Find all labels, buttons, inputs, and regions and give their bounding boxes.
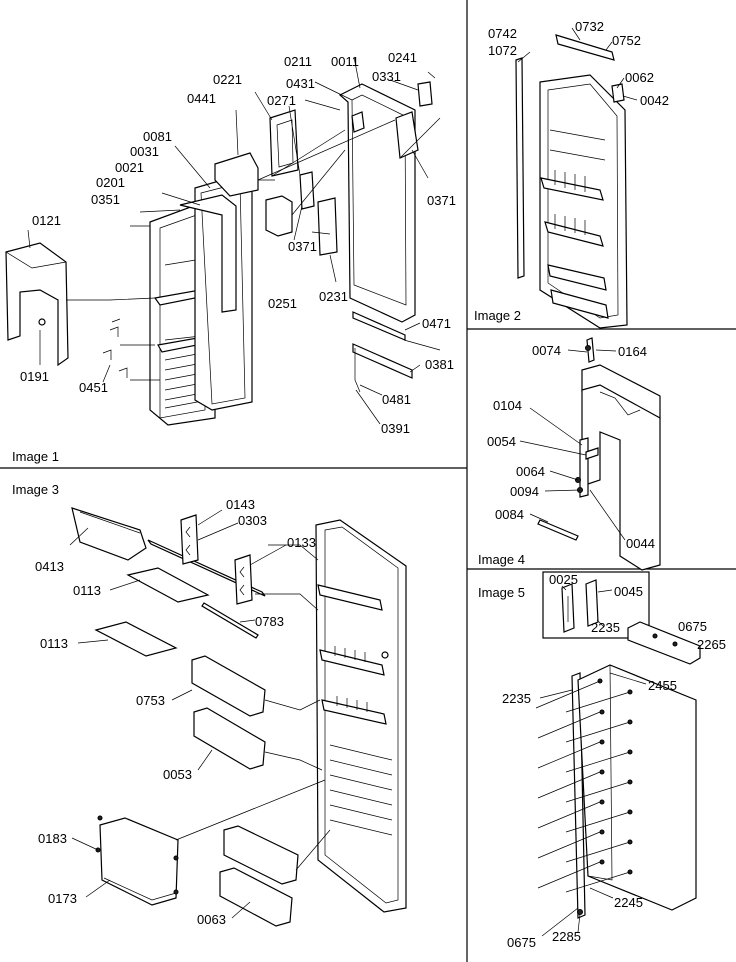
callout: 0371 (427, 193, 456, 208)
callout: 0732 (575, 19, 604, 34)
image5-drawing (535, 571, 701, 937)
callout: 0183 (38, 831, 67, 846)
callout: 0221 (213, 72, 242, 87)
callout: 2455 (648, 678, 677, 693)
image4-drawing (519, 337, 661, 571)
callout: 0074 (532, 343, 561, 358)
callout: 0173 (48, 891, 77, 906)
callout: 0011 (331, 54, 359, 69)
callout: 0164 (618, 344, 647, 359)
callout: 1072 (488, 43, 517, 58)
image3-drawing (69, 507, 407, 927)
callout: 0381 (425, 357, 454, 372)
callout: 0031 (130, 144, 159, 159)
callout: 0104 (493, 398, 522, 413)
callout: 0351 (91, 192, 120, 207)
callout: 0021 (115, 160, 144, 175)
callout: 2265 (697, 637, 726, 652)
callout: 0063 (197, 912, 226, 927)
callout: 0451 (79, 380, 108, 395)
callout: 0053 (163, 767, 192, 782)
callout: 0211 (284, 54, 312, 69)
callout: 0431 (286, 76, 315, 91)
callout: 0241 (388, 50, 417, 65)
callout: 2235 (591, 620, 620, 635)
callout: 0675 (507, 935, 536, 950)
callout: 0231 (319, 289, 348, 304)
callout: 0675 (678, 619, 707, 634)
callout: 0044 (626, 536, 655, 551)
callout: 0331 (372, 69, 401, 84)
callout: 0084 (495, 507, 524, 522)
panel-label-image2: Image 2 (474, 308, 521, 323)
callout: 0121 (32, 213, 61, 228)
callout: 0391 (381, 421, 410, 436)
callout: 0371 (288, 239, 317, 254)
callout: 0303 (238, 513, 267, 528)
callout: 0271 (267, 93, 296, 108)
callout: 0742 (488, 26, 517, 41)
callout: 0025 (549, 572, 578, 587)
callout: 0094 (510, 484, 539, 499)
callout: 0133 (287, 535, 316, 550)
callout: 0054 (487, 434, 516, 449)
panel-label-image4: Image 4 (478, 552, 525, 567)
callout: 0752 (612, 33, 641, 48)
callout: 2245 (614, 895, 643, 910)
callout: 0064 (516, 464, 545, 479)
callout: 0062 (625, 70, 654, 85)
callout: 0045 (614, 584, 643, 599)
callout: 0471 (422, 316, 451, 331)
callout: 2285 (552, 929, 581, 944)
callout: 0113 (73, 583, 101, 598)
callout: 0081 (143, 129, 172, 144)
callout: 0201 (96, 175, 125, 190)
callout: 0042 (640, 93, 669, 108)
callout: 0441 (187, 91, 216, 106)
panel-label-image1: Image 1 (12, 449, 59, 464)
callout: 2235 (502, 691, 531, 706)
callout: 0413 (35, 559, 64, 574)
callout: 0143 (226, 497, 255, 512)
image1-drawing (5, 56, 441, 426)
callout: 0753 (136, 693, 165, 708)
panel-label-image3: Image 3 (12, 482, 59, 497)
callout: 0251 (268, 296, 297, 311)
panel-label-image5: Image 5 (478, 585, 525, 600)
image2-drawing (515, 27, 638, 329)
callout: 0783 (255, 614, 284, 629)
callout: 0191 (20, 369, 49, 384)
callout: 0481 (382, 392, 411, 407)
callout: 0113 (40, 636, 68, 651)
